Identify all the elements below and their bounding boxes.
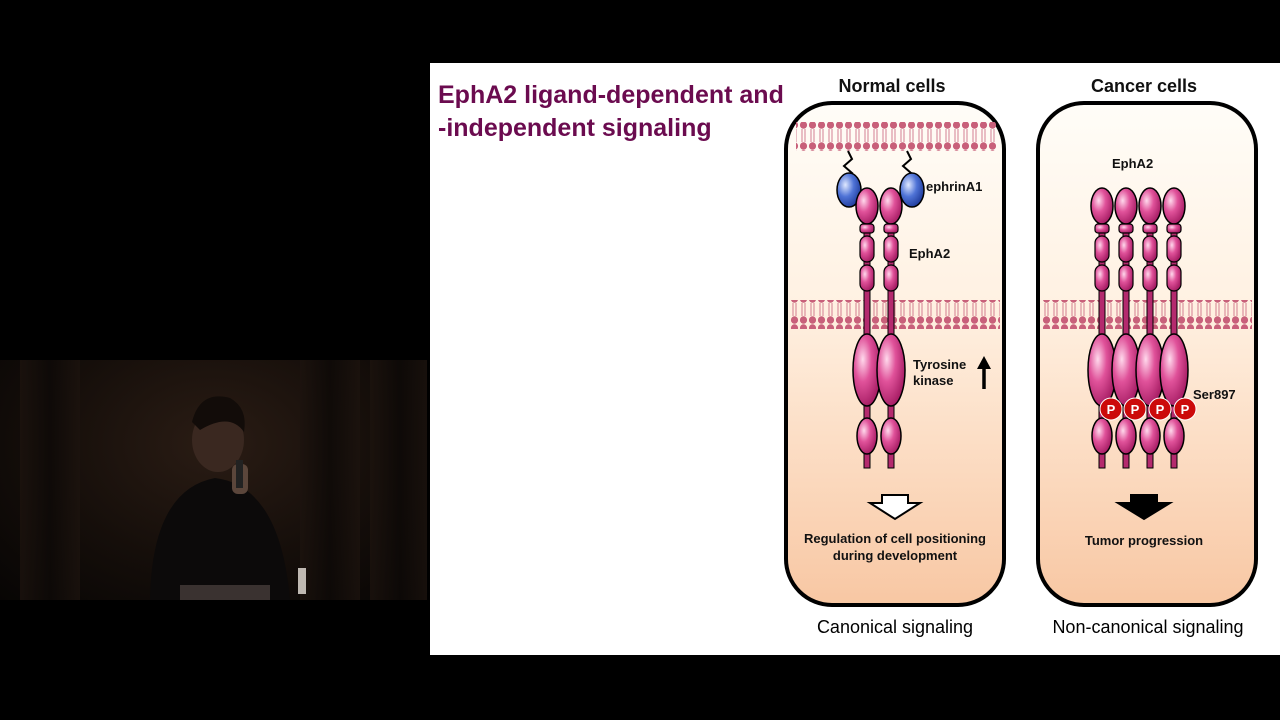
- normal-plasma-membrane: [790, 300, 1000, 329]
- speaker-video: [0, 360, 427, 600]
- tyrosine-kinase-label-line-2: kinase: [913, 373, 954, 388]
- ser897-label: Ser897: [1193, 387, 1236, 402]
- normal-upper-membrane: [796, 122, 996, 151]
- arrow-up-icon: [977, 356, 991, 389]
- normal-cells-header: Normal cells: [838, 76, 946, 96]
- slide-title-line-1: EphA2 ligand-dependent and: [438, 81, 784, 109]
- phospho-label-3: P: [1156, 402, 1165, 417]
- non-canonical-signaling-caption: Non-canonical signaling: [1052, 617, 1244, 637]
- slide-title: EphA2 ligand-dependent and -independent …: [438, 79, 818, 145]
- cancer-epha2-receptor-4: [1159, 187, 1189, 469]
- phospho-label-2: P: [1131, 402, 1140, 417]
- tyrosine-kinase-label: Tyrosine kinase: [913, 357, 966, 389]
- ephrina1-ligands: [836, 150, 925, 208]
- cancer-epha2-label: EphA2: [1112, 156, 1154, 171]
- cancer-cells-header: Cancer cells: [1090, 76, 1198, 96]
- open-down-arrow-icon: [866, 494, 924, 521]
- phospho-label-1: P: [1107, 402, 1116, 417]
- normal-epha2-receptor-1: [852, 187, 882, 469]
- cancer-epha2-receptor-1: [1087, 187, 1117, 469]
- ephrina1-label: ephrinA1: [926, 179, 983, 194]
- normal-epha2-receptor-2: [876, 187, 906, 469]
- phospho-markers: P P P P: [1099, 397, 1197, 421]
- epha2-diagram: P P P P: [784, 101, 1258, 607]
- tyrosine-kinase-label-line-1: Tyrosine: [913, 357, 967, 372]
- phospho-label-4: P: [1181, 402, 1190, 417]
- normal-epha2-label: EphA2: [909, 246, 951, 261]
- normal-outcome-text: Regulation of cell positioning during de…: [786, 530, 1004, 564]
- normal-outcome-line-1: Regulation of cell positioning: [804, 531, 986, 546]
- cancer-cell-panel: P P P P: [1036, 101, 1258, 607]
- slide: EphA2 ligand-dependent and -independent …: [430, 63, 1280, 655]
- normal-cell-panel: [784, 101, 1006, 607]
- normal-outcome-line-2: during development: [832, 548, 958, 563]
- cancer-epha2-receptor-2: [1111, 187, 1141, 469]
- slide-title-line-2: -independent signaling: [438, 114, 712, 142]
- cancer-outcome-text: Tumor progression: [1084, 533, 1204, 548]
- speaker-figure: [150, 396, 306, 600]
- canonical-signaling-caption: Canonical signaling: [816, 617, 974, 637]
- filled-down-arrow-icon: [1114, 494, 1174, 521]
